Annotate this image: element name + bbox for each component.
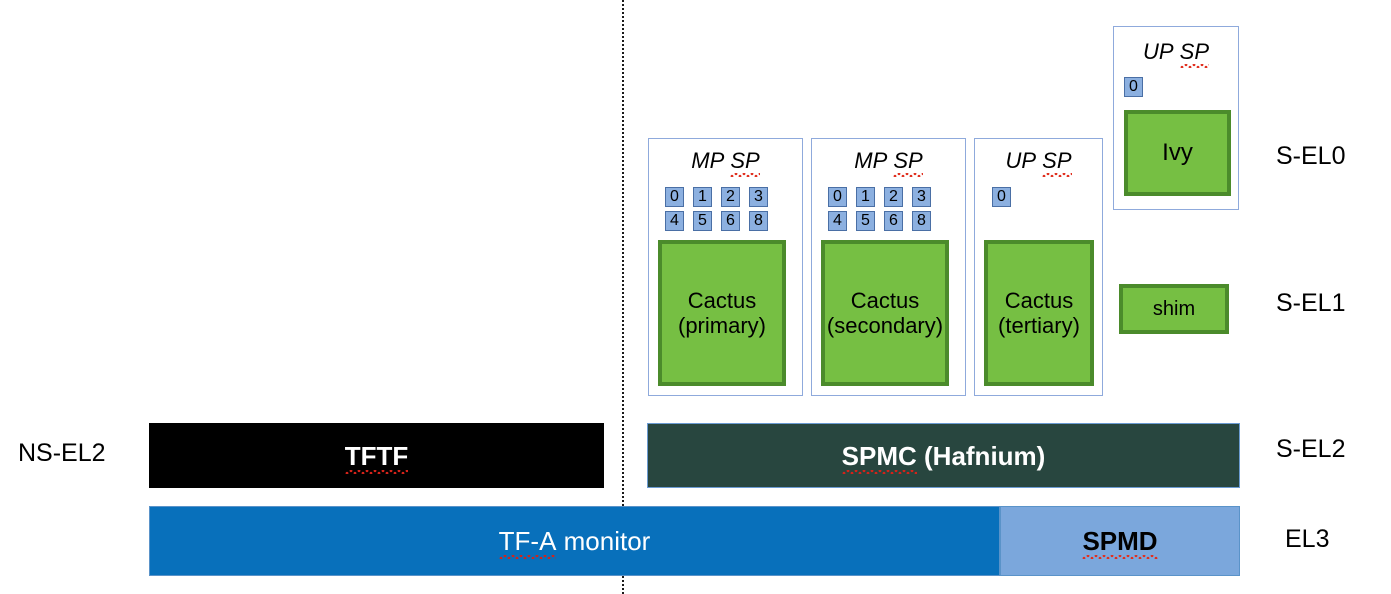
exception-level-label-s-el0: S-EL0 [1276, 142, 1346, 170]
partition-box-cactus-tertiary[interactable]: UP SP 0 Cactus (tertiary) [974, 138, 1103, 396]
partition-type-label: MP SP [649, 148, 802, 177]
cpu-badge[interactable]: 0 [828, 187, 847, 207]
bar-tfa-monitor-label: TF-A monitor [498, 526, 651, 559]
payload-label-line1: Cactus [1004, 287, 1074, 313]
cpu-badge[interactable]: 0 [665, 187, 684, 207]
bar-spmc-label: SPMC (Hafnium) [841, 440, 1046, 474]
payload-label-line2: (secondary) [826, 313, 944, 338]
cpu-badge[interactable]: 4 [665, 211, 684, 231]
cpu-badge-row: 0 [1124, 77, 1143, 97]
exception-level-label-el3: EL3 [1285, 525, 1330, 553]
cpu-badge-group: 0 1 2 3 4 5 6 8 [665, 187, 768, 231]
world-divider-line [622, 0, 624, 594]
cpu-badge[interactable]: 1 [856, 187, 875, 207]
partition-type-suffix: SP [1042, 148, 1072, 177]
cpu-badge-row: 0 1 2 3 [828, 187, 931, 207]
cpu-badge-row: 0 [992, 187, 1011, 207]
cpu-badge[interactable]: 6 [884, 211, 903, 231]
cpu-badge[interactable]: 8 [912, 211, 931, 231]
payload-label-line2: (tertiary) [998, 313, 1080, 338]
payload-box-cactus-primary[interactable]: Cactus (primary) [658, 240, 786, 386]
cpu-badge[interactable]: 3 [749, 187, 768, 207]
cpu-badge[interactable]: 4 [828, 211, 847, 231]
cpu-badge-row: 4 5 6 8 [828, 211, 931, 231]
partition-type-prefix: UP [1142, 39, 1174, 64]
cpu-badge[interactable]: 5 [856, 211, 875, 231]
partition-box-cactus-primary[interactable]: MP SP 0 1 2 3 4 5 6 8 Cactus (primary) [648, 138, 803, 396]
bar-tftf[interactable]: TFTF [149, 423, 604, 488]
payload-label-line1: Ivy [1162, 139, 1193, 167]
partition-type-prefix: MP [691, 148, 725, 173]
cpu-badge[interactable]: 2 [721, 187, 740, 207]
partition-type-label: UP SP [975, 148, 1102, 177]
bar-tfa-monitor[interactable]: TF-A monitor [149, 506, 1000, 576]
bar-spmd[interactable]: SPMD [1000, 506, 1240, 576]
payload-label-line1: Cactus [850, 287, 920, 313]
bar-tfa-monitor-label-main: TF-A [498, 526, 557, 559]
exception-level-label-ns-el2: NS-EL2 [18, 439, 106, 467]
cpu-badge[interactable]: 8 [749, 211, 768, 231]
cpu-badge[interactable]: 5 [693, 211, 712, 231]
payload-label-line2: (primary) [678, 313, 766, 338]
bar-spmc[interactable]: SPMC (Hafnium) [647, 423, 1240, 488]
exception-level-label-s-el2: S-EL2 [1276, 435, 1346, 463]
cpu-badge-group: 0 1 2 3 4 5 6 8 [828, 187, 931, 231]
partition-type-prefix: UP [1005, 148, 1037, 173]
partition-type-label: MP SP [812, 148, 965, 177]
partition-box-ivy[interactable]: UP SP 0 Ivy [1113, 26, 1239, 210]
partition-type-suffix: SP [730, 148, 761, 177]
bar-spmc-label-rest: (Hafnium) [916, 440, 1046, 471]
partition-type-suffix: SP [893, 148, 924, 177]
payload-label-line1: Cactus [687, 287, 757, 313]
partition-type-label: UP SP [1114, 39, 1238, 68]
cpu-badge-group: 0 [992, 187, 1011, 207]
payload-box-cactus-tertiary[interactable]: Cactus (tertiary) [984, 240, 1094, 386]
partition-box-cactus-secondary[interactable]: MP SP 0 1 2 3 4 5 6 8 Cactus (secondary) [811, 138, 966, 396]
cpu-badge[interactable]: 0 [1124, 77, 1143, 97]
payload-box-ivy[interactable]: Ivy [1124, 110, 1231, 196]
cpu-badge[interactable]: 3 [912, 187, 931, 207]
cpu-badge[interactable]: 6 [721, 211, 740, 231]
partition-type-prefix: MP [854, 148, 888, 173]
bar-spmc-label-main: SPMC [841, 440, 917, 474]
cpu-badge-group: 0 [1124, 77, 1143, 97]
bar-spmd-label: SPMD [1082, 526, 1158, 559]
payload-box-shim[interactable]: shim [1119, 284, 1229, 334]
partition-type-suffix: SP [1179, 39, 1210, 68]
bar-tfa-monitor-label-rest: monitor [556, 526, 651, 556]
payload-box-cactus-secondary[interactable]: Cactus (secondary) [821, 240, 949, 386]
shim-label: shim [1152, 297, 1196, 320]
cpu-badge[interactable]: 2 [884, 187, 903, 207]
cpu-badge[interactable]: 0 [992, 187, 1011, 207]
cpu-badge-row: 4 5 6 8 [665, 211, 768, 231]
cpu-badge[interactable]: 1 [693, 187, 712, 207]
bar-tftf-label: TFTF [344, 440, 409, 474]
cpu-badge-row: 0 1 2 3 [665, 187, 768, 207]
exception-level-label-s-el1: S-EL1 [1276, 289, 1346, 317]
